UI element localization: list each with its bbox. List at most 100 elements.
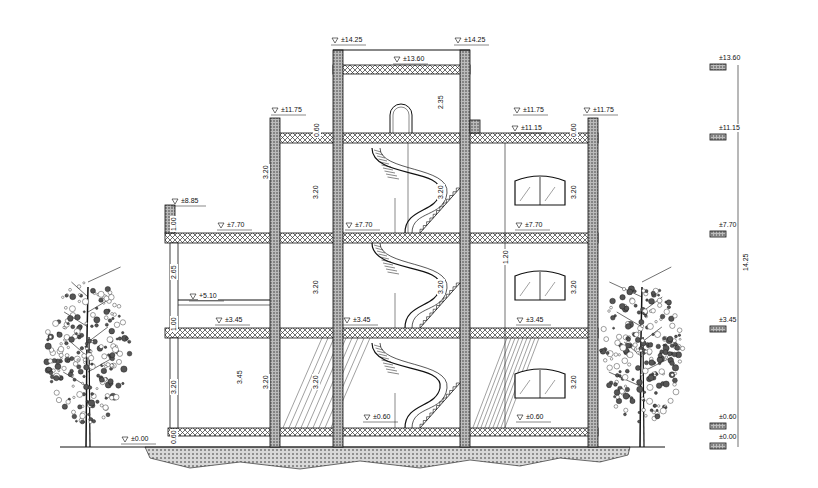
tree-leaf — [91, 341, 93, 343]
stair-step — [377, 251, 385, 253]
stair-step — [374, 245, 381, 247]
level-label: ±0.60 — [372, 413, 391, 421]
tree-leaf — [90, 312, 95, 317]
tree-leaf — [652, 333, 654, 335]
glass-line — [545, 187, 555, 201]
roof-slab — [275, 133, 598, 143]
tree-leaf — [641, 325, 644, 328]
window — [515, 271, 565, 300]
dimension-label: 3.20 — [170, 379, 178, 395]
floor-slab — [165, 328, 598, 338]
tree-leaf — [622, 374, 628, 380]
stair-step — [388, 372, 400, 374]
floor-hatch — [484, 338, 519, 430]
tree-leaf — [600, 348, 606, 354]
tree-leaf — [628, 363, 631, 366]
spiral-stair — [380, 148, 447, 233]
tree-leaf — [640, 349, 643, 352]
tree-leaf — [49, 335, 52, 338]
level-line — [363, 422, 398, 423]
tree-leaf — [658, 353, 662, 357]
stair-step — [383, 168, 393, 170]
tree-leaf — [62, 404, 67, 409]
tree-leaf — [606, 351, 609, 354]
tree-leaf — [89, 420, 92, 423]
level-line — [271, 115, 306, 116]
tree-leaf — [78, 294, 80, 296]
tree-leaf — [52, 358, 56, 362]
partition-line — [505, 143, 506, 428]
tree-leaf — [85, 342, 88, 345]
tree-leaf — [648, 375, 654, 381]
tree-leaf — [671, 373, 674, 376]
tree-branch — [64, 312, 88, 327]
tree-leaf — [91, 363, 93, 365]
tree-leaf — [71, 410, 75, 414]
glass-line — [520, 380, 530, 394]
floor-hatch — [288, 338, 328, 430]
tree-leaf — [678, 334, 681, 337]
tree-leaf — [669, 372, 675, 378]
tree-leaf — [656, 409, 658, 411]
dimension-label: 1.00 — [170, 316, 178, 332]
tree-leaf — [653, 404, 656, 407]
tree-leaf — [67, 346, 69, 348]
tree-leaf — [98, 291, 104, 297]
tree-leaf — [610, 358, 613, 361]
tree-leaf — [670, 323, 675, 328]
tree-leaf — [668, 398, 673, 403]
tree-leaf — [665, 406, 667, 408]
stair-step — [386, 174, 397, 176]
tree-leaf — [68, 372, 73, 377]
dimension-label: 3.20 — [312, 184, 320, 200]
tree-leaf — [637, 311, 641, 315]
level-line — [215, 325, 250, 326]
tree-leaf — [116, 338, 118, 340]
stair-step — [380, 357, 389, 359]
level-label: ±8.85 — [180, 197, 199, 205]
stair-step — [382, 165, 392, 167]
tree-leaf — [82, 299, 88, 305]
tree-leaf — [627, 352, 633, 358]
tree-leaf — [620, 345, 626, 351]
tree-leaf — [618, 354, 620, 356]
tree-leaf — [80, 420, 84, 424]
level-block — [710, 326, 726, 332]
tree-leaf — [70, 294, 76, 300]
tree-leaf — [643, 399, 645, 401]
level-block — [710, 134, 726, 140]
dimension-label: 3.20 — [570, 374, 578, 390]
level-marker — [272, 108, 278, 113]
railing — [178, 305, 270, 306]
tree-leaf — [69, 306, 75, 312]
tree-leaf — [641, 339, 645, 343]
tree-leaf — [614, 382, 618, 386]
tree-leaf — [637, 386, 643, 392]
tree-leaf — [635, 337, 640, 342]
tree-leaf — [63, 326, 65, 328]
stair-step — [386, 369, 397, 371]
stair-step — [420, 229, 423, 233]
tree-leaf — [78, 300, 80, 302]
tree-leaf — [69, 337, 75, 343]
tree-branch — [642, 267, 671, 282]
stair-step — [377, 351, 385, 353]
tree-leaf — [657, 298, 662, 303]
stair-step — [383, 263, 393, 265]
dimension-label: 3.20 — [312, 374, 320, 390]
tree-leaf — [635, 365, 640, 370]
tree-leaf — [80, 413, 86, 419]
tree-leaf — [109, 294, 115, 300]
tree-leaf — [642, 289, 646, 293]
tree-leaf — [60, 343, 63, 346]
tree-leaf — [60, 357, 62, 359]
tree-leaf — [54, 375, 59, 380]
stair-step — [453, 287, 456, 291]
tree-leaf — [625, 387, 630, 392]
stair-step — [388, 272, 400, 274]
tree-leaf — [104, 309, 110, 315]
level-line — [171, 206, 206, 207]
stair-step — [379, 159, 388, 161]
level-line — [121, 444, 156, 445]
tree-leaf — [114, 322, 119, 327]
